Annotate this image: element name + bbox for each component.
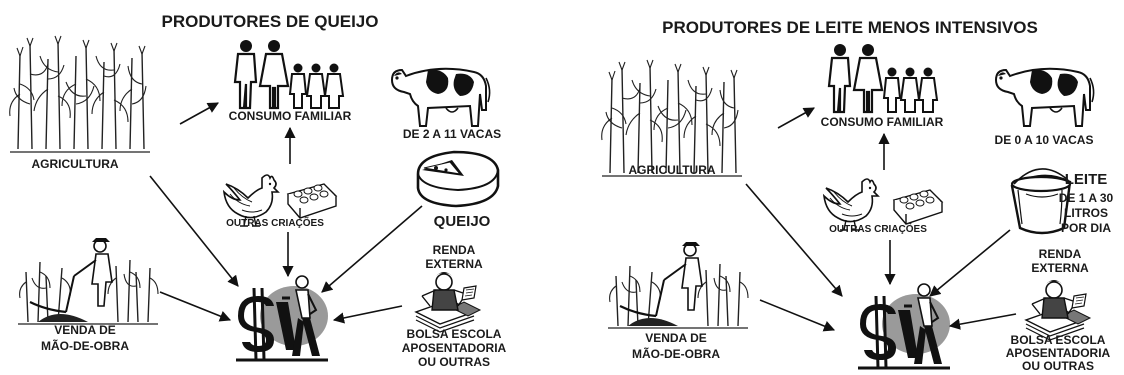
corn-field-icon bbox=[9, 35, 151, 153]
agriculture-label: AGRICULTURA bbox=[628, 163, 715, 177]
product-label-line3: LITROS bbox=[1064, 206, 1108, 220]
external-sources-line1: BOLSA ESCOLA bbox=[407, 327, 502, 341]
product-label-line4: POR DIA bbox=[1061, 221, 1111, 235]
external-sources-line2: APOSENTADORIA bbox=[402, 341, 507, 355]
arrow-agriculture-to-family bbox=[777, 107, 815, 129]
family-consumption-label: CONSUMO FAMILIAR bbox=[821, 115, 944, 129]
money-person-icon bbox=[234, 274, 330, 362]
external-income-line1: RENDA bbox=[1039, 247, 1082, 261]
arrow-agriculture-to-income bbox=[149, 175, 239, 287]
external-sources-line2: APOSENTADORIA bbox=[1006, 346, 1111, 360]
other-animals-label: OUTRAS CRIAÇÕES bbox=[829, 222, 927, 235]
labor-label-line1: VENDA DE bbox=[645, 331, 707, 345]
money-person-icon bbox=[856, 282, 952, 370]
panel-less-intensive-milk-producers: PRODUTORES DE LEITE MENOS INTENSIVOS AGR… bbox=[601, 18, 1114, 373]
arrow-external-to-income bbox=[948, 313, 1017, 330]
labor-label-line2: MÃO-DE-OBRA bbox=[41, 338, 129, 353]
external-sources-line3: OU OUTRAS bbox=[418, 355, 490, 369]
herd-size-label: DE 0 A 10 VACAS bbox=[995, 133, 1094, 147]
arrow-product-to-income bbox=[929, 229, 1011, 297]
eggs-icon bbox=[893, 189, 943, 225]
external-income-line2: EXTERNA bbox=[1031, 261, 1089, 275]
reading-person-icon bbox=[1025, 279, 1091, 341]
arrow-external-to-income bbox=[332, 305, 403, 324]
external-sources-line1: BOLSA ESCOLA bbox=[1011, 333, 1106, 347]
eggs-icon bbox=[287, 183, 337, 219]
cow-icon bbox=[391, 67, 491, 127]
labor-label-line2: MÃO-DE-OBRA bbox=[632, 346, 720, 361]
product-label: QUEIJO bbox=[434, 213, 491, 230]
other-animals-label: OUTRAS CRIAÇÕES bbox=[226, 216, 324, 229]
panel-title: PRODUTORES DE LEITE MENOS INTENSIVOS bbox=[662, 18, 1038, 37]
cow-icon bbox=[995, 67, 1095, 127]
panel-cheese-producers: PRODUTORES DE QUEIJO AGRICULTURA CONSUMO… bbox=[9, 12, 507, 369]
corn-field-icon bbox=[601, 59, 743, 177]
family-consumption-label: CONSUMO FAMILIAR bbox=[229, 109, 352, 123]
family-icon bbox=[233, 38, 345, 110]
field-worker-icon bbox=[606, 240, 750, 330]
arrow-agriculture-to-family bbox=[179, 102, 219, 125]
arrow-product-to-income bbox=[321, 205, 423, 293]
panel-title: PRODUTORES DE QUEIJO bbox=[162, 12, 379, 31]
external-sources-line3: OU OUTRAS bbox=[1022, 359, 1094, 373]
arrow-labor-to-income bbox=[159, 291, 232, 322]
cheese-icon bbox=[416, 150, 500, 208]
herd-size-label: DE 2 A 11 VACAS bbox=[403, 127, 501, 141]
arrow-labor-to-income bbox=[759, 299, 836, 332]
family-icon bbox=[827, 42, 939, 114]
chicken-icon bbox=[823, 178, 879, 231]
field-worker-icon bbox=[16, 236, 160, 326]
product-label-line2: DE 1 A 30 bbox=[1059, 191, 1114, 205]
arrow-agriculture-to-income bbox=[745, 183, 843, 297]
labor-label-line1: VENDA DE bbox=[54, 323, 116, 337]
external-income-line1: RENDA bbox=[433, 243, 476, 257]
external-income-line2: EXTERNA bbox=[425, 257, 483, 271]
product-label-line1: LEITE bbox=[1065, 171, 1108, 188]
agriculture-label: AGRICULTURA bbox=[31, 157, 118, 171]
reading-person-icon bbox=[415, 271, 481, 333]
